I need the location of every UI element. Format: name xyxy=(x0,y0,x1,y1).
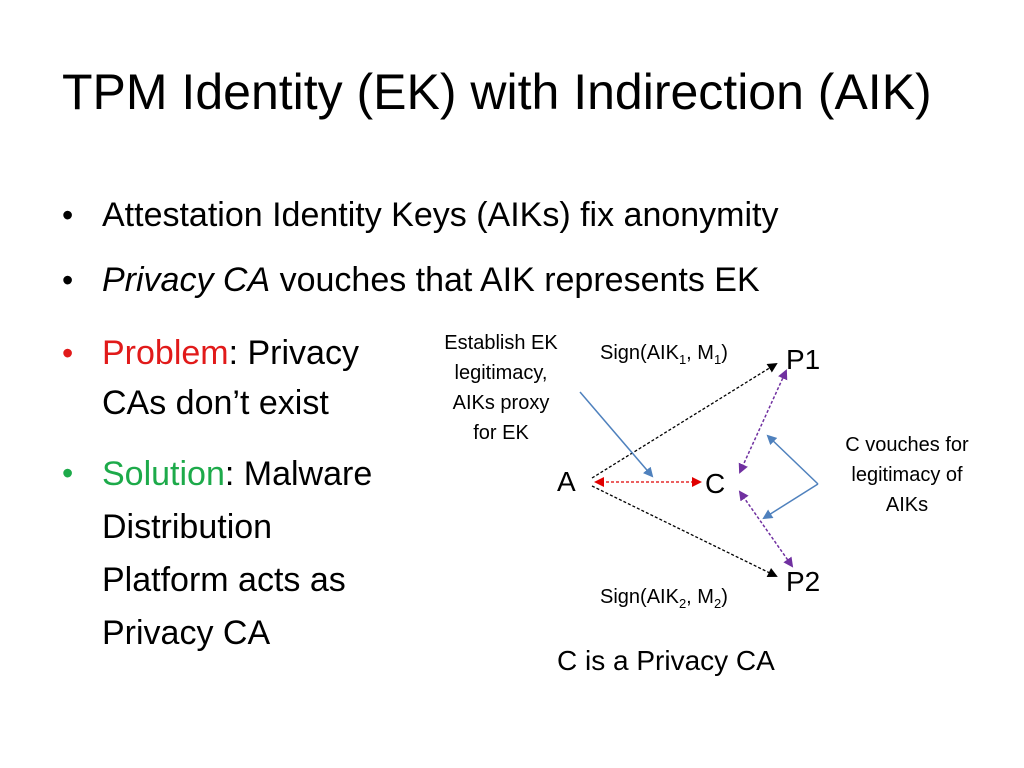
vouch-note: C vouches for legitimacy of AIKs xyxy=(822,430,992,520)
bullet-text: Attestation Identity Keys (AIKs) fix ano… xyxy=(102,196,779,234)
bullet-text: Privacy CA vouches that AIK represents E… xyxy=(102,255,760,305)
vouch-note-line: legitimacy of xyxy=(851,464,963,486)
sign-text: , M xyxy=(686,342,714,364)
sign-aik2-label: Sign(AIK2, M2) xyxy=(600,584,728,617)
node-p1: P1 xyxy=(786,344,821,375)
establish-note: Establish EK legitimacy, AIKs proxy for … xyxy=(422,328,580,448)
establish-note-line: Establish EK xyxy=(444,332,558,354)
arrow-vouch-up xyxy=(766,434,819,485)
vouch-note-line: C vouches for xyxy=(845,434,969,456)
sign-text: ) xyxy=(721,586,728,608)
sign-subscript: 2 xyxy=(678,596,687,611)
sign-text: , M xyxy=(686,586,714,608)
node-a: A xyxy=(557,466,576,497)
bullet-text: Solution: Malware Distribution Platform … xyxy=(102,448,372,660)
sign-text: Sign(AIK xyxy=(600,586,679,608)
bullet-dot-icon: • xyxy=(62,262,74,298)
bullet-line: CAs don’t exist xyxy=(102,384,329,422)
arrow-establish-note xyxy=(579,391,654,478)
bullet-line: Distribution xyxy=(102,508,273,546)
arrow-c-p2 xyxy=(738,490,794,568)
bullet-dot-icon: • xyxy=(62,197,74,233)
sign-text: ) xyxy=(721,342,728,364)
arrow-a-to-p2 xyxy=(591,485,778,577)
sign-subscript: 1 xyxy=(713,352,722,367)
establish-note-line: AIKs proxy xyxy=(452,392,550,414)
diagram-caption: C is a Privacy CA xyxy=(557,645,775,676)
sign-subscript: 1 xyxy=(678,352,687,367)
bullet-dot-icon: • xyxy=(62,455,74,491)
bullet-rest: : Malware xyxy=(224,455,373,493)
establish-note-line: legitimacy, xyxy=(454,362,548,384)
bullet-text: Problem: Privacy CAs don’t exist xyxy=(102,328,359,428)
node-c: C xyxy=(705,468,726,499)
bullet-line: Platform acts as xyxy=(102,561,346,599)
establish-note-line: for EK xyxy=(473,422,529,444)
problem-keyword: Problem xyxy=(102,334,229,372)
slide-title: TPM Identity (EK) with Indirection (AIK) xyxy=(62,64,932,120)
node-p2: P2 xyxy=(786,566,821,597)
bullet-rest: : Privacy xyxy=(228,334,359,372)
vouch-note-line: AIKs xyxy=(885,494,929,516)
sign-text: Sign(AIK xyxy=(600,342,679,364)
arrow-a-to-p1 xyxy=(591,362,778,479)
bullet-rest: vouches that AIK represents EK xyxy=(270,261,760,299)
arrow-c-p1 xyxy=(738,369,788,474)
sign-subscript: 2 xyxy=(713,596,722,611)
arrow-vouch-down xyxy=(762,483,819,520)
bullet-dot-icon: • xyxy=(62,335,74,371)
solution-keyword: Solution xyxy=(102,455,225,493)
bullet-line: Privacy CA xyxy=(102,614,271,652)
sign-aik1-label: Sign(AIK1, M1) xyxy=(600,340,728,373)
privacy-ca-emphasis: Privacy CA xyxy=(102,261,271,299)
